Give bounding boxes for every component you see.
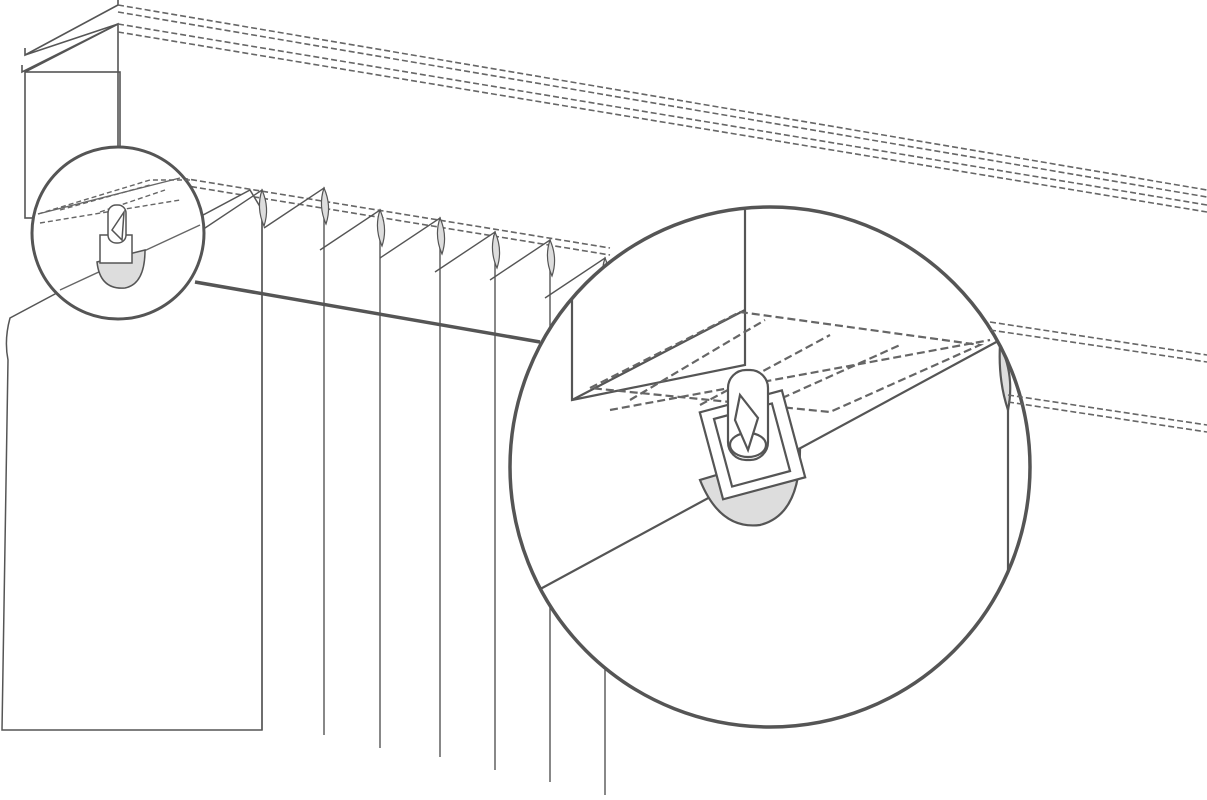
slat [319, 208, 386, 748]
headrail-dashed-top [117, 4, 1207, 198]
headrail-dashed-mid [117, 23, 1207, 213]
zoom-connector-line [194, 280, 541, 344]
front-panel [1, 189, 263, 731]
slat [201, 188, 268, 730]
detail-marker-circle [30, 145, 206, 321]
zoom-detail-circle [508, 205, 1207, 729]
carrier-clip-zoomed [698, 368, 807, 527]
slat [379, 216, 446, 757]
headrail [21, 0, 1207, 256]
slat [263, 186, 330, 735]
slat [434, 230, 501, 770]
carrier-clip-small [96, 204, 146, 289]
headrail-top-ridge [24, 0, 119, 57]
